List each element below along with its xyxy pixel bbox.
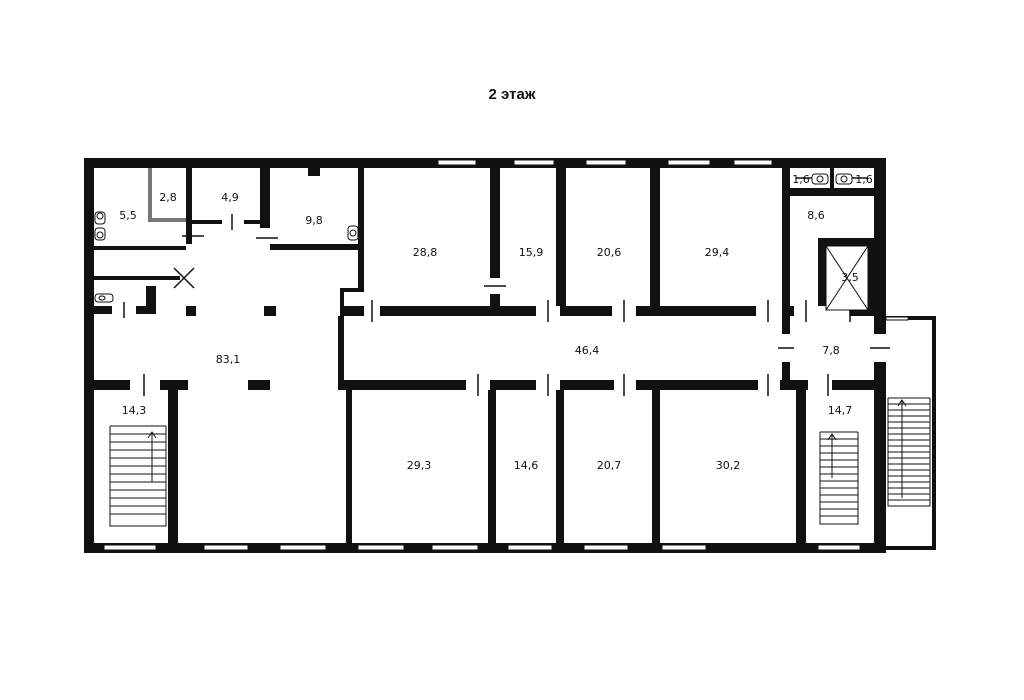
window [885, 316, 909, 321]
wall-wc-left-bottom [94, 246, 186, 250]
doors [112, 177, 890, 396]
wall-lobby-strip [94, 276, 180, 280]
window [661, 544, 707, 551]
wall-up-4 [782, 168, 790, 318]
room-area-label: 8,6 [807, 209, 825, 222]
toilet-icon [347, 225, 359, 241]
stair-steps-left [109, 425, 167, 527]
room-area-label: 20,7 [597, 459, 622, 472]
room-area-label: 3,5 [841, 271, 859, 284]
window [203, 544, 249, 551]
window [357, 544, 405, 551]
room-area-label: 15,9 [519, 246, 544, 259]
wall-stair-left-right [168, 390, 178, 543]
room-area-label: 4,9 [221, 191, 239, 204]
room-area-label: 29,3 [407, 459, 432, 472]
wall-wc-right-mid [830, 168, 834, 190]
hall-column [186, 306, 196, 316]
room-area-label: 30,2 [716, 459, 741, 472]
window [733, 159, 773, 166]
room-area-label: 46,4 [575, 344, 600, 357]
wall-up-1 [490, 168, 500, 306]
elevator-shaft [825, 245, 869, 311]
corridor-wall-top [340, 306, 880, 316]
room-area-label: 14,6 [514, 459, 539, 472]
window [103, 544, 157, 551]
room-area-label: 14,3 [122, 404, 147, 417]
wall-wc-mid-right [358, 168, 364, 244]
stair-stringer [819, 432, 859, 525]
room-area-label: 2,8 [159, 191, 177, 204]
room-area-label: 83,1 [216, 353, 241, 366]
wall-low-4 [652, 390, 660, 543]
window [817, 544, 861, 551]
windows [103, 159, 909, 551]
wall-up-2 [556, 168, 566, 306]
wall-room-top-right [260, 168, 270, 228]
room-labels: 5,5 2,8 4,9 9,8 28,8 15,9 20,6 29,4 1,6 … [119, 173, 873, 472]
wall-wc-left-right [186, 168, 192, 244]
window [667, 159, 711, 166]
outer-wall-left [84, 158, 94, 553]
wall-office1-step-down [340, 288, 344, 308]
floor-title: 2 этаж [488, 86, 536, 103]
room-area-label: 14,7 [828, 404, 853, 417]
wall-low-2 [488, 390, 496, 543]
sanitary-fixtures [94, 173, 853, 303]
toilet-icon [811, 173, 829, 185]
toilet-icon [94, 293, 114, 303]
room-area-label: 20,6 [597, 246, 622, 259]
window [431, 544, 479, 551]
stair-stringer [887, 398, 931, 507]
outer-wall-top [84, 158, 886, 168]
corridor-wall-bottom [340, 380, 880, 390]
stair-arrow-icon [147, 399, 907, 498]
window [279, 544, 327, 551]
window [583, 544, 629, 551]
window [513, 159, 555, 166]
wall-low-1 [346, 390, 352, 543]
stair-stringer [109, 426, 167, 527]
wall-low-3 [556, 390, 564, 543]
window [507, 544, 553, 551]
wall-office1-step [340, 288, 364, 292]
toilet-icon [94, 227, 106, 241]
door-tick [173, 267, 195, 289]
room-area-label: 9,8 [305, 214, 323, 227]
wall-low-5 [796, 390, 806, 543]
outer-wall-bottom [84, 543, 884, 553]
hall-column [264, 306, 276, 316]
annex-wall-right [932, 316, 936, 550]
hall-column [248, 380, 270, 390]
stair-steps-right [819, 431, 859, 525]
wall-small-wc-right [146, 286, 156, 314]
room-area-label: 29,4 [705, 246, 730, 259]
stair-steps-annex [887, 397, 931, 507]
toilet-icon [94, 211, 106, 225]
room-area-label: 7,8 [822, 344, 840, 357]
wall-wc-right-bottom [790, 188, 874, 196]
room-area-label: 5,5 [119, 209, 137, 222]
room-area-label: 28,8 [413, 246, 438, 259]
wall-office1-left [358, 244, 364, 290]
annex-wall-bottom [874, 546, 936, 550]
room-area-label: 1,6 [855, 173, 873, 186]
wall-up-3 [650, 168, 660, 306]
closet-partition [148, 168, 186, 222]
toilet-icon [835, 173, 853, 185]
window [437, 159, 477, 166]
wall-wc-mid-bottom [270, 244, 364, 250]
room-area-label: 1,6 [792, 173, 810, 186]
corridor-wall-left [338, 316, 344, 390]
window [585, 159, 627, 166]
hall-column [308, 168, 320, 176]
